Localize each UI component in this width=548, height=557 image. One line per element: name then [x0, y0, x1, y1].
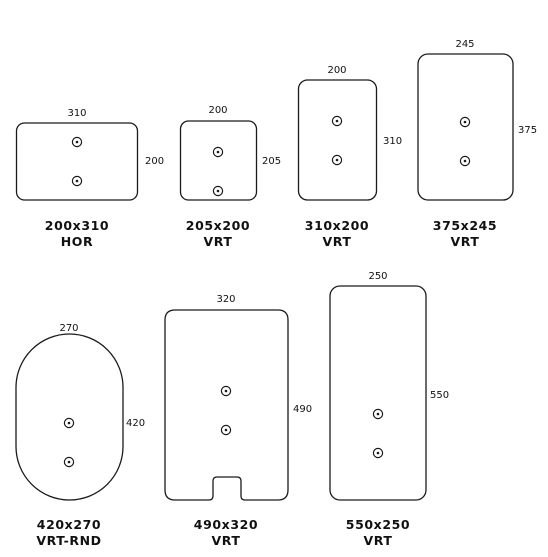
- width-dimension-label: 200: [327, 65, 346, 76]
- plate-375x245: 245 375 375x245 VRT: [417, 39, 537, 249]
- height-dimension-label: 375: [518, 125, 537, 136]
- mounting-hole-icon: [71, 175, 83, 187]
- plate-size-label: 310x200: [305, 218, 369, 233]
- height-dimension-label: 310: [383, 136, 402, 147]
- plate-205x200: 200 205 205x200 VRT: [179, 105, 281, 249]
- plate-size-label: 205x200: [186, 218, 250, 233]
- mounting-hole-icon: [220, 385, 232, 397]
- mounting-hole-icon: [459, 155, 471, 167]
- height-dimension-label: 490: [293, 404, 312, 415]
- width-dimension-label: 270: [59, 323, 78, 334]
- plate-550x250: 250 550 550x250 VRT: [329, 271, 449, 548]
- plate-size-label: 490x320: [194, 517, 258, 532]
- plate-310x200: 200 310 310x200 VRT: [297, 65, 402, 249]
- height-dimension-label: 550: [430, 390, 449, 401]
- mounting-hole-icon: [71, 136, 83, 148]
- mounting-hole-icon: [331, 154, 343, 166]
- plate-size-label: 420x270: [37, 517, 101, 532]
- plate-490x320: 320 490 490x320 VRT: [164, 294, 312, 548]
- plate-size-label: 550x250: [346, 517, 410, 532]
- plate-orientation-label: VRT: [322, 234, 351, 249]
- plate-420x270: 270 420 420x270 VRT-RND: [15, 323, 145, 548]
- mounting-hole-icon: [212, 146, 224, 158]
- width-dimension-label: 310: [67, 108, 86, 119]
- mounting-hole-icon: [459, 116, 471, 128]
- mounting-hole-icon: [63, 456, 75, 468]
- plate-orientation-label: VRT: [203, 234, 232, 249]
- mounting-hole-icon: [63, 417, 75, 429]
- plate-outline: [297, 79, 378, 201]
- height-dimension-label: 205: [262, 156, 281, 167]
- width-dimension-label: 250: [368, 271, 387, 282]
- plate-outline: [164, 309, 289, 501]
- mounting-hole-icon: [220, 424, 232, 436]
- height-dimension-label: 200: [145, 156, 164, 167]
- height-dimension-label: 420: [126, 418, 145, 429]
- plate-size-label: 200x310: [45, 218, 109, 233]
- mounting-hole-icon: [372, 408, 384, 420]
- plate-orientation-label: HOR: [61, 234, 94, 249]
- mounting-hole-icon: [372, 447, 384, 459]
- plate-orientation-label: VRT: [450, 234, 479, 249]
- plate-orientation-label: VRT-RND: [36, 533, 101, 548]
- mounting-hole-icon: [212, 185, 224, 197]
- plate-outline: [329, 285, 427, 501]
- width-dimension-label: 200: [208, 105, 227, 116]
- plate-outline: [15, 333, 124, 501]
- plate-200x310: 310 200 200x310 HOR: [15, 108, 164, 249]
- plate-size-label: 375x245: [433, 218, 497, 233]
- plate-outline: [179, 120, 258, 201]
- plate-outline: [15, 122, 139, 201]
- plate-orientation-label: VRT: [211, 533, 240, 548]
- width-dimension-label: 245: [455, 39, 474, 50]
- plate-orientation-label: VRT: [363, 533, 392, 548]
- mounting-hole-icon: [331, 115, 343, 127]
- width-dimension-label: 320: [216, 294, 235, 305]
